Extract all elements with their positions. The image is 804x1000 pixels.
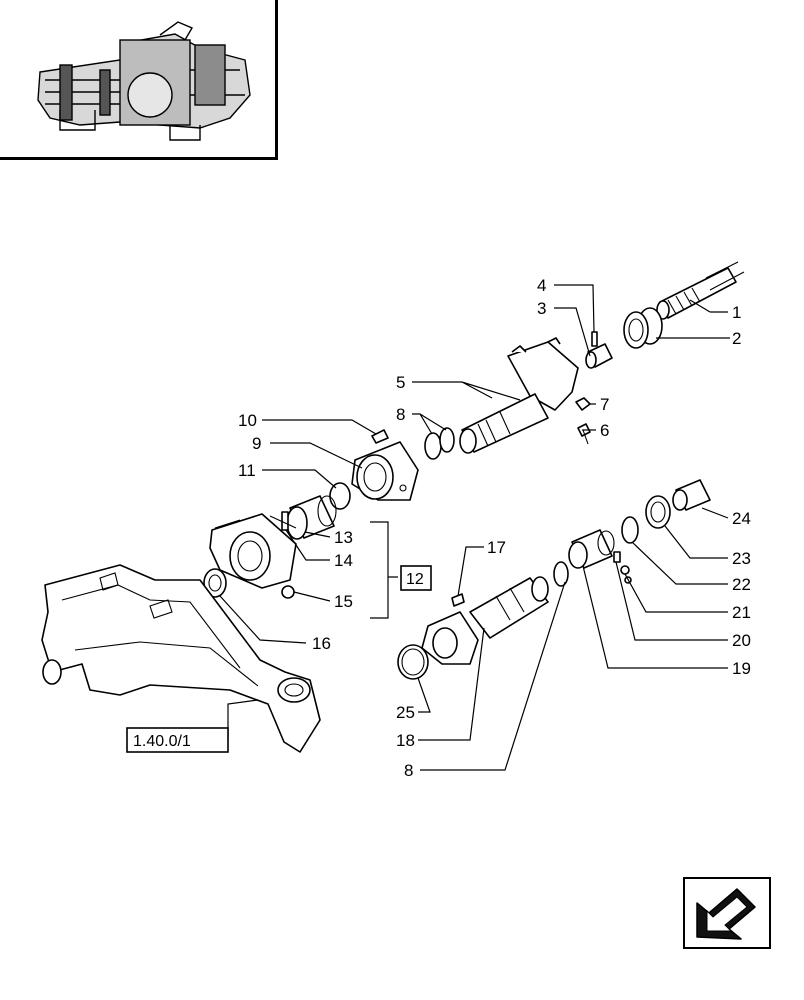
part-23-bush <box>645 495 671 529</box>
part-5-pivot-shaft <box>459 337 579 454</box>
part-1-splined-shaft <box>656 261 745 320</box>
callout-20: 20 <box>732 631 751 650</box>
part-3-sleeve <box>585 343 613 369</box>
part-15-nut <box>281 585 295 599</box>
callout-2: 2 <box>732 329 741 348</box>
reference-box-label: 1.40.0/1 <box>133 733 191 750</box>
callout-8-lower: 8 <box>404 761 413 780</box>
callout-15: 15 <box>334 592 353 611</box>
front-axle-beam <box>41 564 321 753</box>
callout-19: 19 <box>732 659 751 678</box>
part-4-pin <box>591 331 598 347</box>
part-16-seal <box>203 568 227 598</box>
part-2-bearing <box>623 307 663 349</box>
part-12-support-bracket <box>209 513 297 589</box>
part-18-front-pivot-housing <box>421 576 549 665</box>
callout-labels: 1 2 3 4 5 6 7 8 8 9 10 11 13 14 15 16 17… <box>238 276 751 780</box>
part-24-pin <box>672 479 711 511</box>
callout-24: 24 <box>732 509 751 528</box>
part-13-bush <box>286 495 337 540</box>
callout-21: 21 <box>732 603 751 622</box>
reference-box[interactable]: 1.40.0/1 <box>126 727 229 753</box>
callout-5: 5 <box>396 373 405 392</box>
part-22-circlip <box>621 516 639 544</box>
part-8-circlip-lower <box>553 561 569 587</box>
callout-18: 18 <box>396 731 415 750</box>
callout-13: 13 <box>334 528 353 547</box>
callout-22: 22 <box>732 575 751 594</box>
overview-thumbnail <box>0 0 278 160</box>
callout-25: 25 <box>396 703 415 722</box>
navigate-previous-button[interactable] <box>683 877 771 949</box>
callout-1: 1 <box>732 303 741 322</box>
callout-11: 11 <box>238 461 256 480</box>
part-19-bush <box>568 529 615 569</box>
callout-3: 3 <box>537 299 546 318</box>
leader-lines <box>219 284 730 771</box>
part-7-nut <box>575 397 591 411</box>
callout-16: 16 <box>312 634 331 653</box>
part-9-housing <box>351 441 419 501</box>
part-10-bolt <box>371 429 389 444</box>
part-14-pin <box>281 511 289 531</box>
kit-box-12[interactable]: 12 <box>400 565 432 591</box>
part-20-bolt <box>613 551 621 563</box>
tractor-overview-icon <box>37 21 251 141</box>
callout-8-upper: 8 <box>396 405 405 424</box>
kit-box-label: 12 <box>406 571 424 588</box>
callout-4: 4 <box>537 276 546 295</box>
callout-7: 7 <box>600 395 609 414</box>
part-6-bolt <box>577 423 591 445</box>
part-21-nut <box>620 565 632 584</box>
part-25-o-ring <box>397 644 429 680</box>
callout-23: 23 <box>732 549 751 568</box>
callout-9: 9 <box>252 434 261 453</box>
callout-6: 6 <box>600 421 609 440</box>
callout-10: 10 <box>238 411 257 430</box>
part-8-circlip-upper <box>424 427 455 460</box>
part-11-ring <box>329 482 351 510</box>
arrow-down-left-icon <box>696 888 756 940</box>
callout-17: 17 <box>487 538 506 557</box>
callout-14: 14 <box>334 551 353 570</box>
